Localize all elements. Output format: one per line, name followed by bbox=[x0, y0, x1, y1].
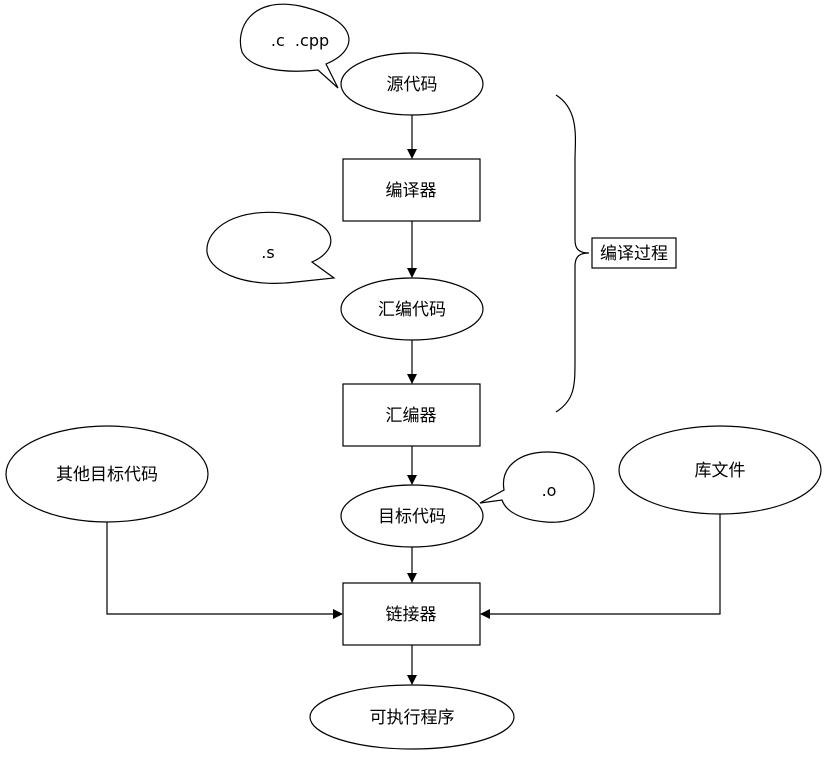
compile-process-label: 编译过程 bbox=[600, 244, 668, 264]
object-ext-label: .o bbox=[542, 481, 557, 500]
node-assembly-code: 汇编代码 bbox=[340, 277, 484, 341]
node-compiler: 编译器 bbox=[342, 158, 481, 222]
node-executable-label: 可执行程序 bbox=[370, 708, 455, 728]
node-linker-label: 链接器 bbox=[386, 605, 437, 625]
node-other-object-code: 其他目标代码 bbox=[5, 425, 209, 523]
compile-process-brace bbox=[555, 94, 590, 413]
compile-process-label-box: 编译过程 bbox=[591, 237, 677, 269]
assembly-ext-label: .s bbox=[261, 243, 274, 262]
source-ext-label: .c .cpp bbox=[271, 31, 329, 50]
arrow-other-to-linker bbox=[106, 522, 343, 619]
node-library-files: 库文件 bbox=[618, 425, 822, 515]
node-source-code-label: 源代码 bbox=[387, 75, 438, 95]
node-object-code-label: 目标代码 bbox=[378, 507, 446, 527]
node-compiler-label: 编译器 bbox=[386, 181, 437, 201]
node-linker: 链接器 bbox=[342, 582, 481, 646]
node-source-code: 源代码 bbox=[340, 52, 484, 116]
node-object-code: 目标代码 bbox=[340, 484, 484, 548]
object-ext-callout: .o bbox=[479, 451, 595, 523]
node-assembler-label: 汇编器 bbox=[386, 406, 437, 426]
node-assembler: 汇编器 bbox=[342, 383, 481, 447]
node-library-files-label: 库文件 bbox=[695, 461, 746, 481]
node-other-object-code-label: 其他目标代码 bbox=[56, 465, 158, 485]
source-ext-callout: .c .cpp bbox=[239, 3, 350, 89]
node-assembly-code-label: 汇编代码 bbox=[378, 300, 446, 320]
arrow-library-to-linker bbox=[480, 514, 721, 619]
node-executable: 可执行程序 bbox=[309, 684, 515, 750]
assembly-ext-callout: .s bbox=[206, 211, 336, 284]
